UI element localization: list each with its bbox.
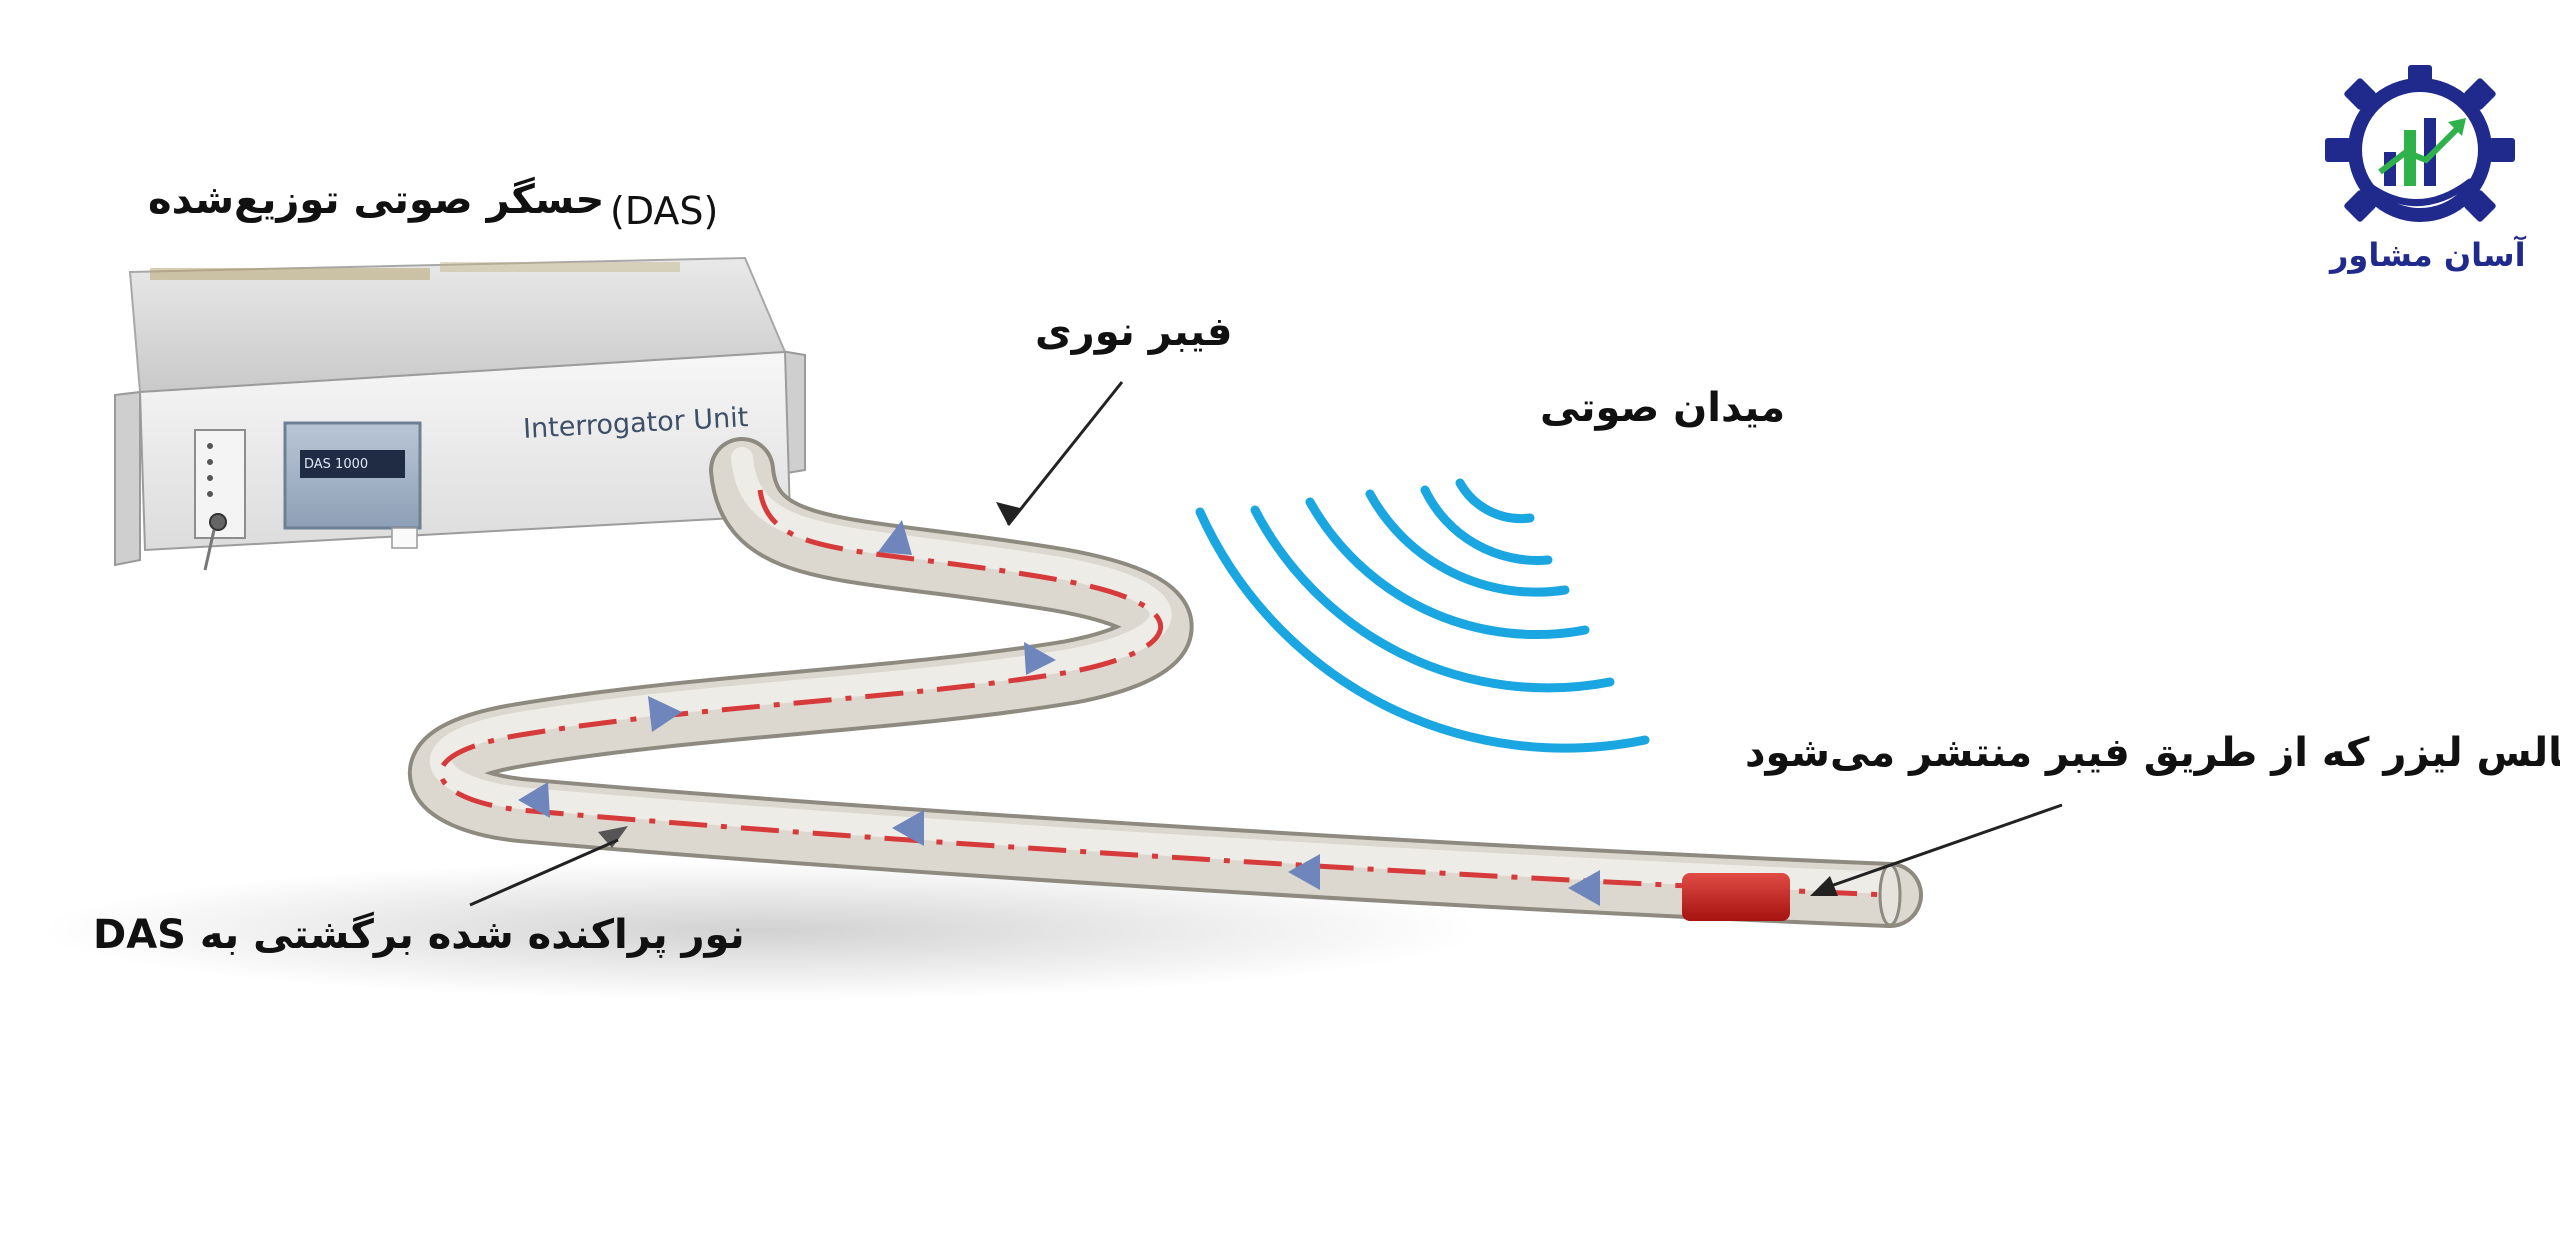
fiber-leader-arrowhead (996, 502, 1020, 525)
device-display-text: DAS 1000 (304, 457, 369, 472)
direction-arrows (518, 520, 1600, 906)
laser-pulse (1682, 873, 1790, 921)
pulse-leader-line (1824, 803, 2063, 890)
floor-shadow (40, 860, 1480, 1000)
backscatter-marker (598, 826, 628, 848)
arrow-3 (648, 696, 682, 732)
pulse-leader-arrowhead (1810, 876, 1838, 896)
label-backscatter: نور پراکنده شده برگشتی به DAS (93, 912, 745, 958)
label-acoustic-field: میدان صوتی (1540, 385, 1786, 431)
label-laser-pulse: پالس لیزر که از طریق فیبر منتشر می‌شود (1745, 730, 2560, 776)
arrow-4 (518, 782, 550, 818)
title-fa: حسگر صوتی توزیع‌شده (148, 177, 605, 223)
logo: آسان مشاور (2320, 60, 2526, 290)
title-abbr: (DAS) (610, 189, 719, 233)
arrow-2 (1024, 642, 1056, 675)
gear-chart-logo-icon (2325, 65, 2515, 222)
optical-fiber-tube (408, 437, 1923, 928)
arrow-1 (878, 520, 912, 555)
acoustic-waves (1195, 478, 1650, 753)
arrow-5 (892, 810, 924, 846)
backscatter-leader-line (469, 838, 619, 907)
fiber-leader-line (1006, 381, 1124, 526)
arrow-6 (1288, 854, 1320, 890)
label-optical-fiber: فیبر نوری (1035, 309, 1233, 355)
interrogator-unit (114, 256, 806, 571)
arrow-7 (1568, 870, 1600, 906)
logo-name: آسان مشاور (2330, 236, 2526, 274)
